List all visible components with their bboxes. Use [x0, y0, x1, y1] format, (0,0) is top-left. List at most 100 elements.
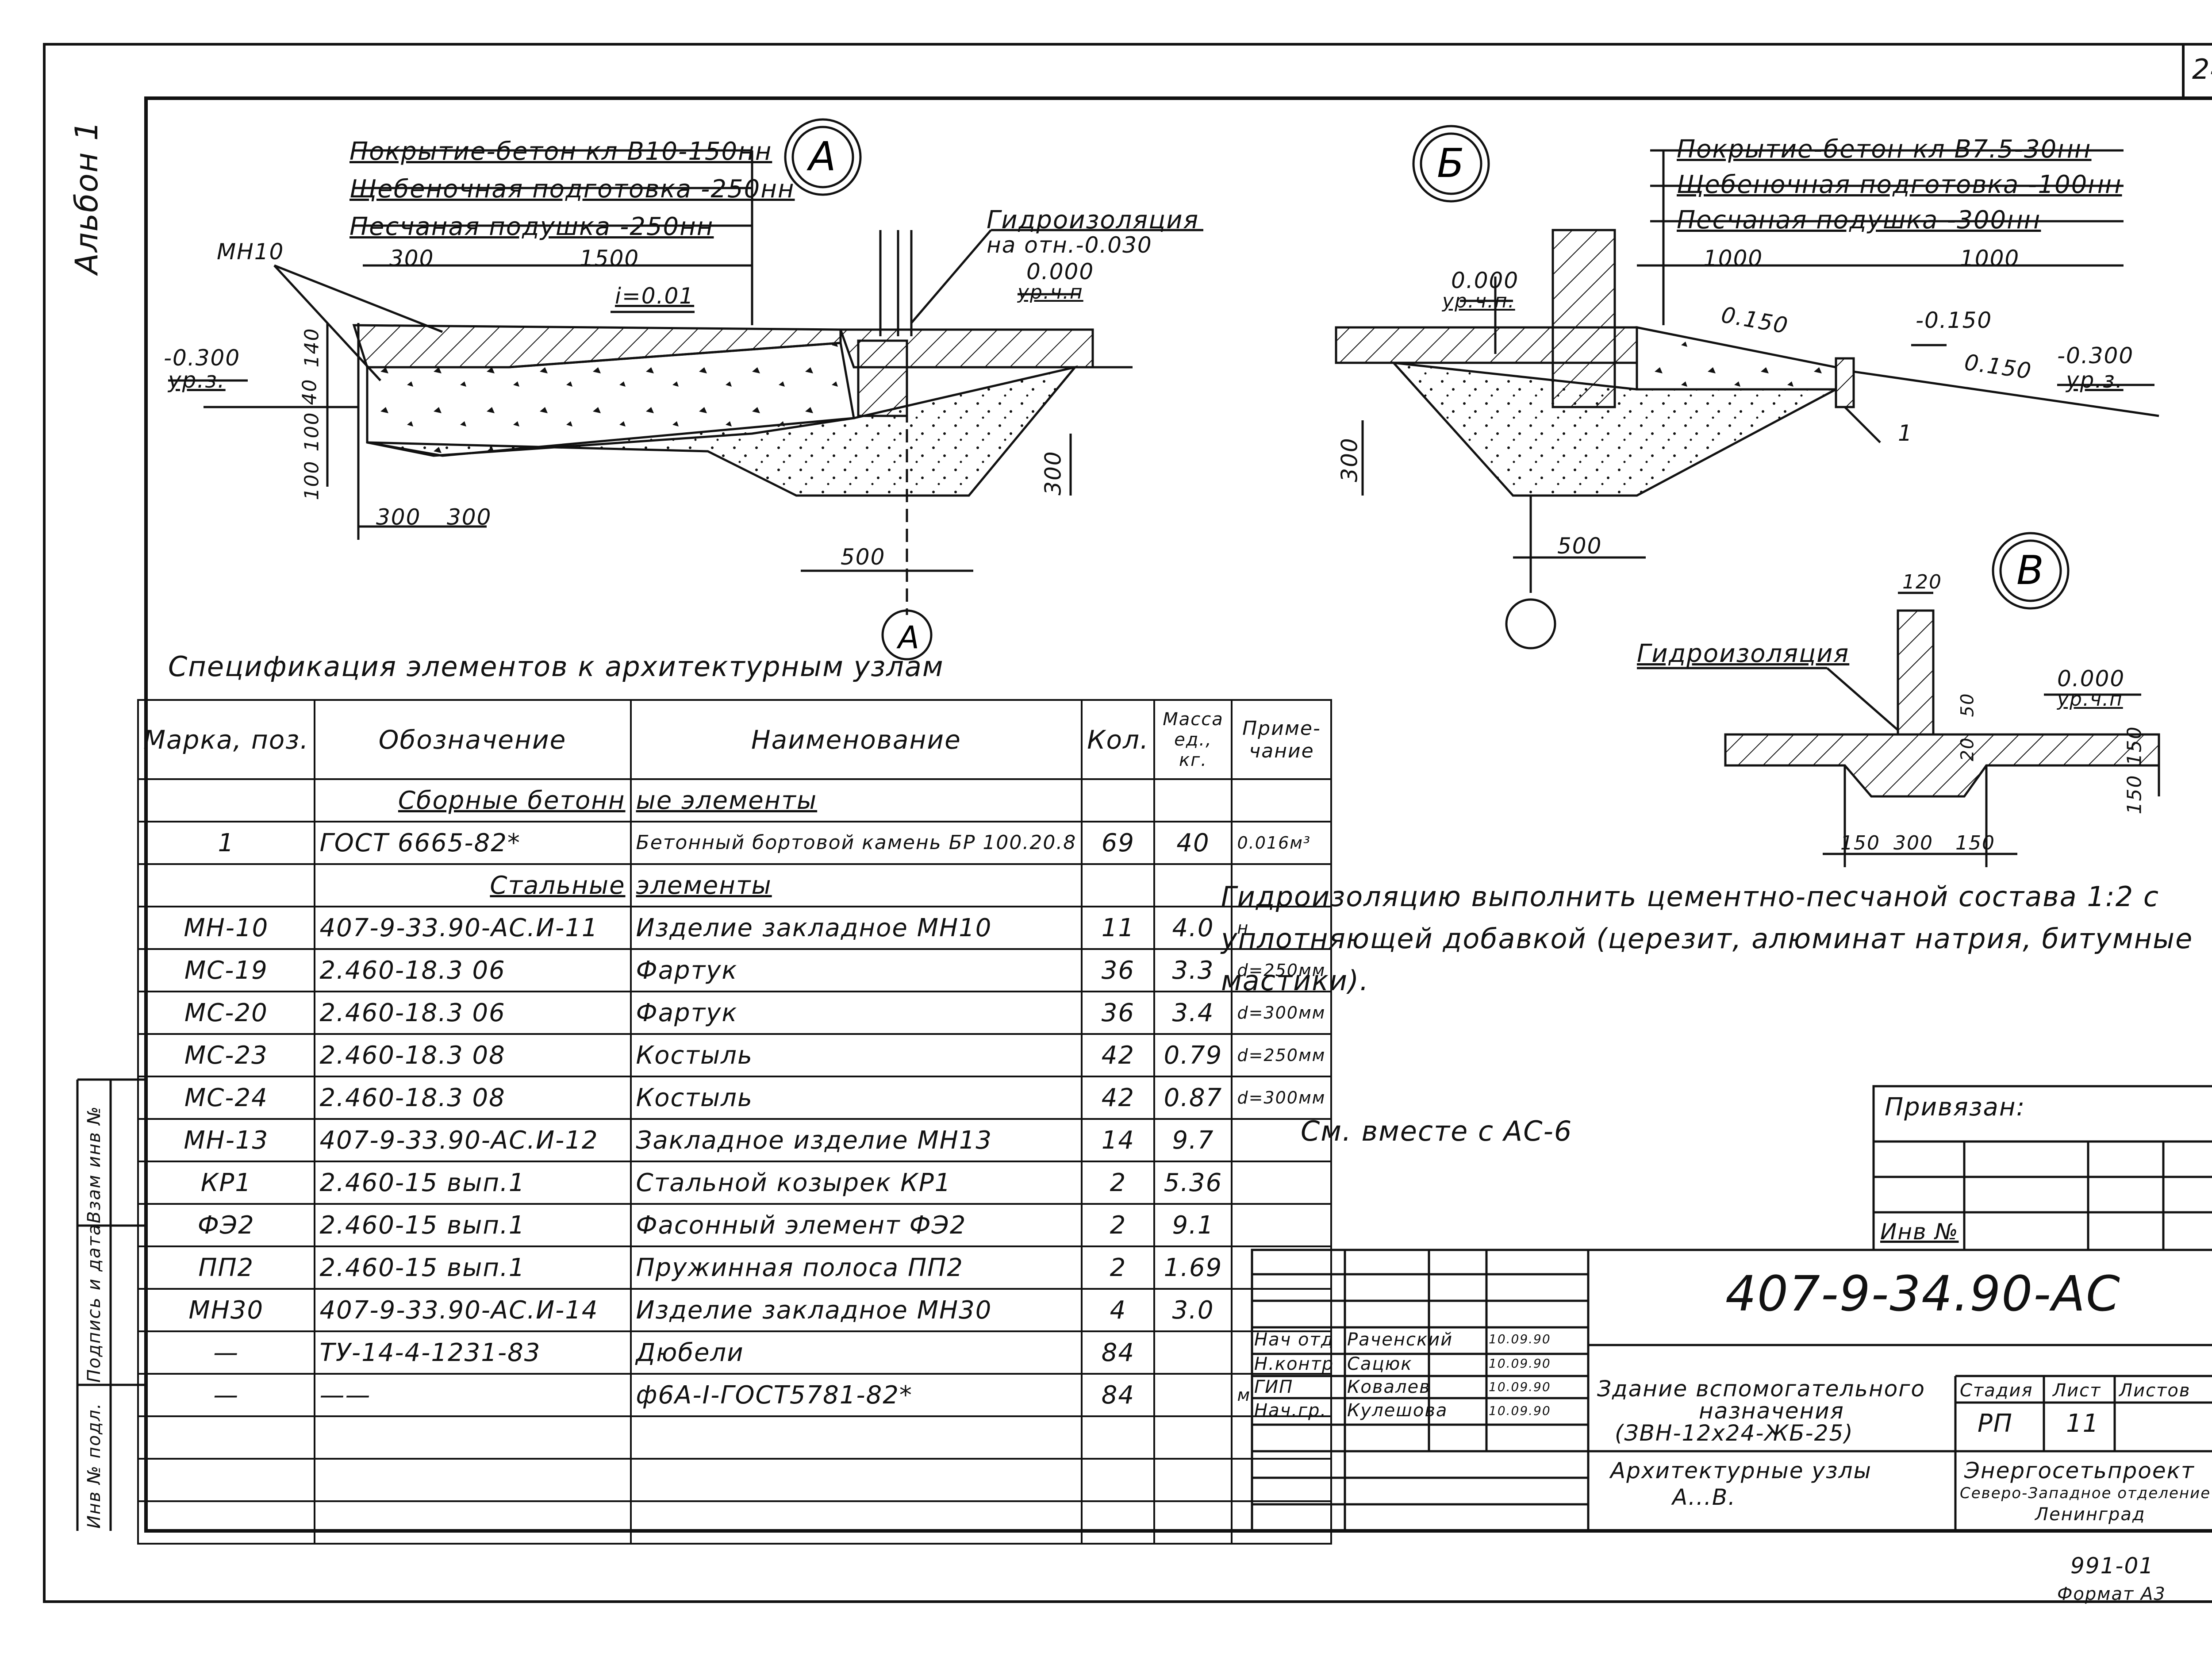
spec-cell-mark: МС-23: [137, 1033, 315, 1077]
tb-inv: Инв №: [1880, 1219, 1959, 1245]
spec-cell-mass: [1153, 1500, 1233, 1545]
tb-stage-header: Стадия: [1960, 1380, 2033, 1401]
spec-cell-name: Фартук: [630, 991, 1083, 1035]
spec-cell-designation: ГОСТ 6665-82*: [313, 821, 632, 865]
spec-cell-name: Изделие закладное МН30: [630, 1288, 1083, 1332]
tb-role-3: Нач.гр.: [1254, 1400, 1327, 1421]
spec-h-note: Приме-чание: [1231, 699, 1333, 780]
node-b-d1000b: 1000: [1960, 246, 2020, 271]
node-a-mh10: МН10: [217, 239, 284, 265]
node-a-marker: А: [806, 134, 836, 180]
table-row: [137, 1500, 1333, 1545]
spec-cell-note: [1231, 1203, 1333, 1247]
spec-cell-designation: 2.460-18.3 08: [313, 1033, 632, 1077]
spec-cell-note: н: [1231, 906, 1333, 950]
spec-cell-designation: [313, 1458, 632, 1502]
spec-cell-note: [1231, 1458, 1333, 1502]
tb-code: 407-9-34.90-АС: [1725, 1265, 2121, 1322]
spec-h-name: Наименование: [630, 699, 1083, 780]
node-v-marker: В: [2016, 547, 2044, 594]
spec-cell-qty: 36: [1081, 948, 1156, 992]
node-a-b300a: 300: [376, 504, 421, 530]
spec-cell-qty: 2: [1081, 1203, 1156, 1247]
tb-stage: РП: [1978, 1409, 2013, 1438]
spec-cell-mass: [1153, 778, 1233, 823]
spec-cell-designation: [313, 1500, 632, 1545]
spec-cell-designation: 2.460-18.3 06: [313, 948, 632, 992]
node-b-b500: 500: [1557, 533, 1602, 559]
spec-cell-mass: [1153, 1458, 1233, 1502]
spec-cell-mass: 0.79: [1153, 1033, 1233, 1077]
node-b-right-level: -0.300: [2057, 343, 2134, 369]
node-a-layer-2: Щебеночная подготовка -250нн: [349, 175, 795, 204]
node-v-b300: 300: [1893, 832, 1933, 854]
spec-cell-note: [1231, 863, 1333, 907]
node-v-b150a: 150: [1840, 832, 1880, 854]
node-a-left-level: -0.300: [164, 345, 241, 371]
spec-cell-note: [1231, 1245, 1333, 1290]
spec-cell-mark: [137, 1415, 315, 1460]
spec-cell-designation: 2.460-18.3 08: [313, 1076, 632, 1120]
spec-cell-qty: 42: [1081, 1033, 1156, 1077]
node-b-marker: Б: [1437, 140, 1464, 187]
spec-cell-mark: [137, 1500, 315, 1545]
tb-name-3: Кулешова: [1347, 1400, 1448, 1421]
spec-cell-mark: МН30: [137, 1288, 315, 1332]
spec-cell-mark: [137, 778, 315, 823]
tb-name-1: Сацюк: [1347, 1354, 1413, 1374]
sheet-number: 24: [2192, 53, 2212, 85]
spec-h-qty: Кол.: [1081, 699, 1156, 780]
node-b-s0150b: -0.150: [1916, 307, 1993, 333]
spec-cell-note: м: [1231, 1373, 1333, 1417]
spec-cell-note: [1231, 1288, 1333, 1332]
spec-cell-designation: 407-9-33.90-АС.И-14: [313, 1288, 632, 1332]
format-label: Формат А3: [2057, 1584, 2166, 1604]
spec-cell-name: [630, 1415, 1083, 1460]
node-b-level-0: 0.000: [1451, 268, 1519, 293]
spec-cell-designation: Сборные бетонн: [313, 778, 632, 823]
spec-cell-name: [630, 1458, 1083, 1502]
spec-cell-mark: [137, 863, 315, 907]
spec-h-mass: Масса ед., кг.: [1153, 699, 1233, 780]
node-a-layer-3: Песчаная подушка -250нн: [349, 212, 714, 241]
spec-cell-name: Стальной козырек КР1: [630, 1161, 1083, 1205]
copy-number: 991-01: [2070, 1553, 2154, 1579]
spec-cell-note: d=250мм: [1231, 1033, 1333, 1077]
spec-cell-mass: 1.69: [1153, 1245, 1233, 1290]
spec-cell-designation: [313, 1415, 632, 1460]
spec-cell-note: d=300мм: [1231, 991, 1333, 1035]
spec-title: Спецификация элементов к архитектурным у…: [168, 650, 944, 683]
node-a-d1500: 1500: [580, 246, 640, 271]
spec-cell-qty: [1081, 1415, 1156, 1460]
tb-org-1: Энергосетьпроект: [1964, 1458, 2195, 1484]
tb-sheet: 11: [2066, 1409, 2100, 1438]
tb-org-2: Северо-Западное отделение: [1960, 1484, 2211, 1502]
spec-cell-mark: ФЭ2: [137, 1203, 315, 1247]
spec-cell-name: [630, 1500, 1083, 1545]
spec-cell-note: d=250мм: [1231, 948, 1333, 992]
tb-sheet-header: Лист: [2053, 1380, 2101, 1401]
spec-cell-qty: 42: [1081, 1076, 1156, 1120]
spec-cell-qty: 14: [1081, 1118, 1156, 1162]
spec-cell-mark: МН-13: [137, 1118, 315, 1162]
node-a-waterproof-1: Гидроизоляция: [987, 206, 1199, 234]
spec-cell-name: Фартук: [630, 948, 1083, 992]
tb-linked: Привязан:: [1885, 1093, 2026, 1122]
node-b-pos: 1: [1898, 420, 1913, 446]
node-v-level-0: 0.000: [2057, 666, 2125, 692]
spec-cell-mass: [1153, 1373, 1233, 1417]
spec-cell-name: Закладное изделие МН13: [630, 1118, 1083, 1162]
tb-role-1: Н.контр: [1254, 1354, 1334, 1374]
